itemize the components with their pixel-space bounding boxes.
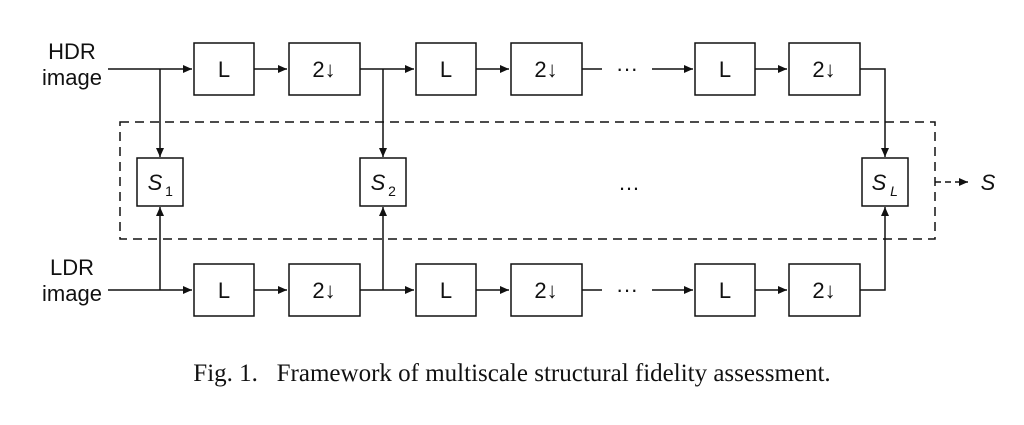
hdr-downsample-block-1: 2↓ (288, 42, 361, 96)
ldr-lowpass-block-1: L (193, 263, 255, 317)
svg-text:2↓: 2↓ (312, 57, 335, 82)
svg-text:L: L (218, 278, 230, 303)
ldr-downsample-block-2: 2↓ (510, 263, 583, 317)
hdr-lowpass-block-n: L (694, 42, 756, 96)
svg-text:2↓: 2↓ (812, 57, 835, 82)
caption-label: Fig. 1. (193, 360, 258, 387)
hdr-label-line1: HDR (48, 39, 96, 64)
similarity-stage-L: S L (861, 157, 909, 207)
caption-text: Framework of multiscale structural fidel… (276, 360, 831, 387)
diagram-canvas: HDR image LDR image (42, 39, 996, 317)
svg-text:L: L (719, 278, 731, 303)
svg-text:L: L (218, 57, 230, 82)
ldr-ellipsis: ··· (616, 277, 638, 302)
hdr-ellipsis: ··· (616, 56, 638, 81)
similarity-stage-2: S 2 (359, 157, 407, 207)
ldr-downsample-block-1: 2↓ (288, 263, 361, 317)
svg-text:L: L (890, 183, 898, 199)
ldr-lowpass-block-2: L (415, 263, 477, 317)
svg-text:S: S (371, 170, 386, 195)
hdr-lowpass-block-2: L (415, 42, 477, 96)
hdr-label-line2: image (42, 65, 102, 90)
svg-text:S: S (148, 170, 163, 195)
similarity-region-dashed-box (119, 121, 936, 240)
output-score-label: S (981, 170, 996, 195)
svg-text:S: S (872, 170, 887, 195)
hdr-lowpass-block-1: L (193, 42, 255, 96)
hdr-downsample-block-n: 2↓ (788, 42, 861, 96)
svg-text:L: L (719, 57, 731, 82)
ldr-path-wires (108, 207, 889, 294)
svg-text:1: 1 (165, 183, 173, 199)
similarity-stage-1: S 1 (136, 157, 184, 207)
svg-text:2↓: 2↓ (534, 57, 557, 82)
ldr-label-line1: LDR (50, 255, 94, 280)
hdr-downsample-block-2: 2↓ (510, 42, 583, 96)
ldr-label-line2: image (42, 281, 102, 306)
svg-text:L: L (440, 57, 452, 82)
figure-caption: Fig. 1. Framework of multiscale structur… (0, 360, 1024, 388)
ldr-downsample-block-n: 2↓ (788, 263, 861, 317)
svg-text:2↓: 2↓ (312, 278, 335, 303)
svg-text:2↓: 2↓ (534, 278, 557, 303)
multiscale-framework-diagram: HDR image LDR image (42, 39, 996, 317)
svg-text:2↓: 2↓ (812, 278, 835, 303)
hdr-path-wires (108, 65, 889, 157)
ldr-lowpass-block-n: L (694, 263, 756, 317)
svg-text:L: L (440, 278, 452, 303)
svg-text:2: 2 (388, 183, 396, 199)
stage-ellipsis: … (618, 170, 640, 195)
